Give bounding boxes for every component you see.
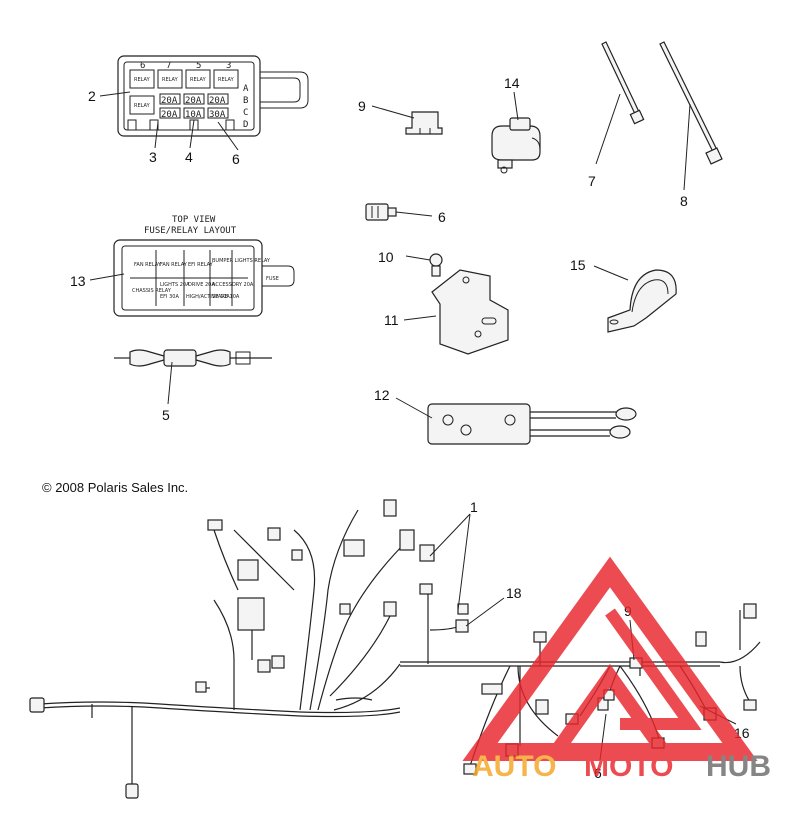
svg-text:BUMPER LIGHTS RELAY: BUMPER LIGHTS RELAY [212, 258, 271, 264]
fuse-label: 20A [161, 96, 178, 106]
part-8-tie-strap [659, 41, 723, 165]
part-6-connector [365, 203, 397, 221]
svg-text:1: 1 [470, 499, 478, 515]
part-9-clip [405, 111, 443, 135]
callout-16: 15 [570, 257, 629, 281]
logo-text-auto: AUTO [472, 750, 556, 783]
callout-8: 8 [680, 103, 691, 209]
relay-label: RELAY [134, 77, 151, 83]
relay-label: RELAY [162, 77, 179, 83]
svg-text:9: 9 [358, 98, 366, 114]
fuse-label: 30A [209, 110, 226, 120]
callout-11: 11 [384, 312, 437, 328]
svg-text:13: 13 [70, 273, 86, 289]
svg-text:LIGHTS 20A: LIGHTS 20A [160, 282, 190, 288]
part-11-bracket [431, 269, 509, 355]
automotohub-logo: AUTO MOTO HUB [462, 556, 771, 783]
row-letter: B [243, 96, 248, 106]
relay-label: RELAY [218, 77, 235, 83]
svg-text:14: 14 [504, 75, 520, 91]
callout-13: 12 [374, 387, 433, 419]
svg-text:FAN RELAY: FAN RELAY [160, 262, 188, 268]
svg-text:6: 6 [594, 765, 602, 781]
callout-10: 10 [378, 249, 431, 265]
fuse-label: 20A [209, 96, 226, 106]
row-letter: D [243, 120, 248, 130]
callout-2: 2 [88, 88, 131, 104]
svg-text:4: 4 [185, 149, 193, 165]
part-7-tie-strap [601, 41, 645, 125]
part-15-connector [491, 117, 541, 174]
copyright-notice: © 2008 Polaris Sales Inc. [42, 480, 189, 495]
svg-text:3: 3 [149, 149, 157, 165]
layout-title-1: TOP VIEW [172, 215, 216, 225]
svg-text:5: 5 [162, 407, 170, 423]
callout-7: 7 [588, 93, 621, 189]
callout-4: 4 [185, 119, 195, 165]
part-16-clamp [607, 269, 677, 333]
col-number: 5 [196, 61, 201, 71]
svg-text:10: 10 [378, 249, 394, 265]
relay-label: RELAY [134, 103, 151, 109]
svg-text:7: 7 [588, 173, 596, 189]
callout-17: 6 [217, 121, 240, 167]
logo-text-moto: MOTO [584, 750, 673, 783]
svg-text:6: 6 [438, 209, 446, 225]
callout-5: 5 [162, 361, 173, 423]
callout-14: 13 [70, 273, 125, 289]
callout-3: 3 [149, 121, 159, 165]
svg-text:8: 8 [680, 193, 688, 209]
inline-fuse-holder [114, 349, 272, 367]
fuse-label: 10A [185, 110, 202, 120]
svg-text:HIGH/ACTIVE 10A: HIGH/ACTIVE 10A [186, 294, 230, 300]
row-letter: A [243, 84, 249, 94]
callout-18: 18 [465, 585, 522, 627]
col-number: 7 [166, 61, 171, 71]
svg-text:18: 18 [506, 585, 522, 601]
callout-15: 14 [504, 75, 520, 121]
svg-text:12: 12 [374, 387, 390, 403]
fuse-label: 20A [161, 110, 178, 120]
svg-text:CHASSIS RELAY: CHASSIS RELAY [132, 288, 172, 294]
fuse-box: RELAY RELAY RELAY RELAY RELAY 20A 20A 20… [117, 55, 309, 137]
callout-6-top: 6 [395, 209, 446, 225]
svg-text:FUSE: FUSE [266, 276, 279, 282]
svg-text:FAN RELAY: FAN RELAY [134, 262, 162, 268]
svg-text:DRIVE 20A: DRIVE 20A [188, 282, 215, 288]
svg-text:2: 2 [88, 88, 96, 104]
col-number: 3 [226, 61, 231, 71]
layout-title-2: FUSE/RELAY LAYOUT [144, 226, 237, 236]
svg-text:EFI RELAY: EFI RELAY [188, 262, 214, 268]
callout-9: 9 [358, 98, 415, 119]
callout-1: 1 [429, 499, 478, 611]
fuse-label: 20A [185, 96, 202, 106]
svg-text:11: 11 [384, 312, 399, 328]
logo-text-hub: HUB [706, 750, 771, 783]
col-number: 6 [140, 61, 145, 71]
svg-text:6: 6 [232, 151, 240, 167]
part-10-bolt [429, 253, 443, 277]
fuse-relay-layout: TOP VIEW FUSE/RELAY LAYOUT FAN RELAY FAN… [113, 215, 295, 317]
part-13-resistor [427, 403, 637, 445]
row-letter: C [243, 108, 248, 118]
svg-text:15: 15 [570, 257, 586, 273]
svg-text:SPARE 10A: SPARE 10A [212, 294, 240, 300]
svg-text:ACCESSORY 20A: ACCESSORY 20A [212, 282, 254, 288]
relay-label: RELAY [190, 77, 207, 83]
svg-text:EFI 30A: EFI 30A [160, 294, 179, 300]
